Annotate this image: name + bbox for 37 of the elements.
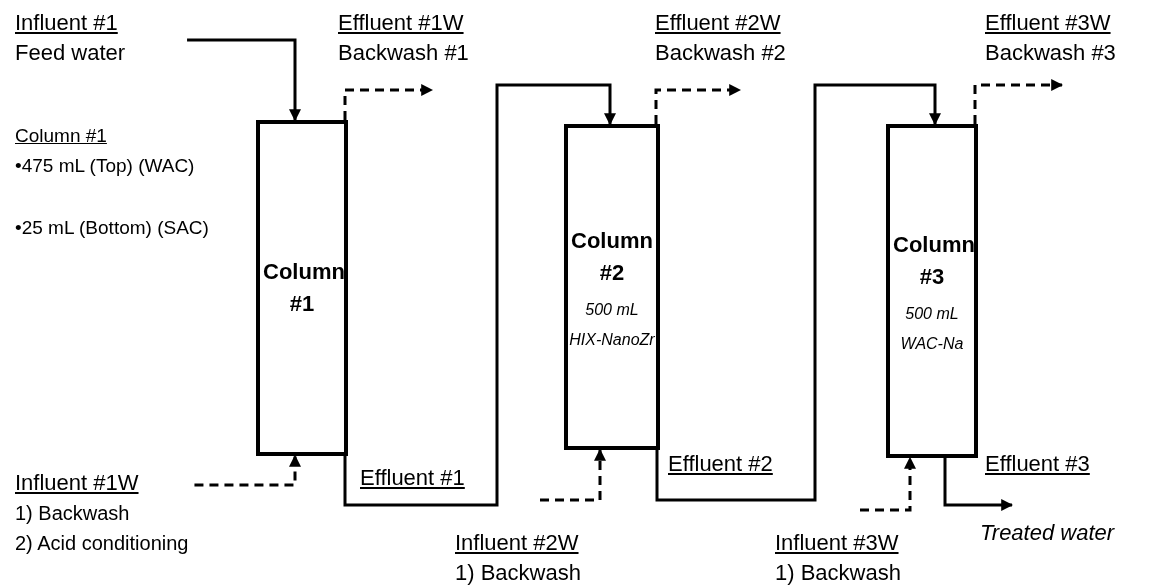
dashed-arrow (654, 84, 742, 124)
stream-description: Backwash #2 (655, 39, 786, 67)
column-title: Column #2 (571, 227, 653, 287)
dashed-arrow (973, 79, 1064, 124)
arrow (655, 83, 941, 502)
stream-description: Backwash #1 (338, 39, 469, 67)
stream-description: Backwash #3 (985, 39, 1116, 67)
column-detail: 500 mL (905, 305, 959, 323)
stream-heading: Effluent #1W (338, 9, 464, 37)
stream-description: 1) Backwash (15, 501, 130, 526)
arrow (943, 458, 1014, 511)
arrow (187, 38, 301, 122)
stream-description: Treated water (980, 519, 1115, 547)
stream-description: 1) Backwash (775, 559, 901, 587)
bullet-note: •475 mL (Top) (WAC) (15, 154, 196, 178)
stream-heading: Influent #1 (15, 9, 118, 37)
stream-description: Feed water (15, 39, 126, 67)
column-box (564, 124, 660, 450)
column-box (886, 124, 978, 458)
stream-heading: Effluent #2W (655, 9, 781, 37)
dashed-arrow (540, 448, 606, 502)
bullet-note: •25 mL (Bottom) (SAC) (15, 216, 210, 240)
stream-description: 1) Backwash (455, 559, 581, 587)
stream-heading: Influent #2W (455, 529, 579, 557)
section-heading: Column #1 (15, 124, 108, 148)
column-detail: HIX-NanoZr (569, 331, 655, 349)
column-box (256, 120, 348, 456)
dashed-arrow (343, 84, 434, 120)
stream-heading: Effluent #3W (985, 9, 1111, 37)
column-detail: WAC-Na (900, 335, 964, 353)
stream-heading: Influent #3W (775, 529, 899, 557)
dashed-arrow (860, 456, 916, 512)
stream-heading: Influent #1W (15, 469, 139, 497)
dashed-arrow (194, 454, 301, 487)
stream-description: 2) Acid conditioning (15, 531, 189, 556)
column-detail: 500 mL (585, 301, 639, 319)
arrow (343, 83, 616, 507)
